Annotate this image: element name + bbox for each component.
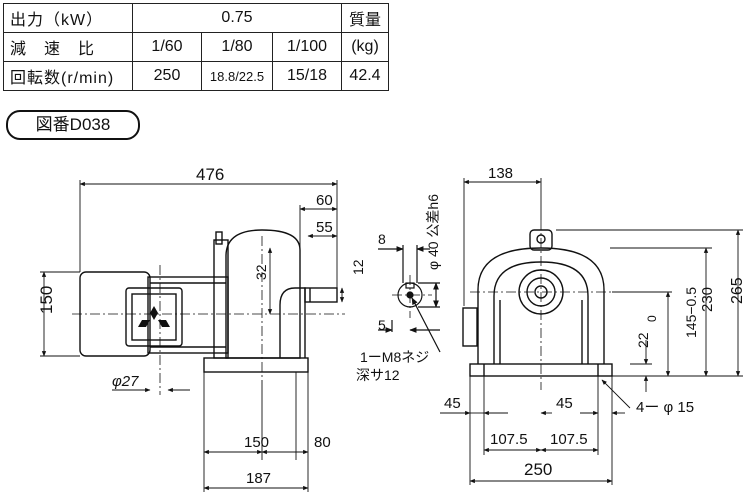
drawing-number: 図番D038: [6, 110, 140, 140]
key-slot: [405, 282, 415, 289]
dim-key-8: 8: [378, 231, 386, 247]
gear-housing: [225, 229, 301, 359]
side-base: [203, 357, 309, 373]
dim-45-right: 45: [556, 395, 573, 412]
ratio-3: 1/100: [272, 32, 342, 62]
dim-tol-top: 0: [645, 315, 659, 322]
dim-250: 250: [524, 460, 552, 479]
dim-shaft-dia: φ 40 公差h6: [425, 194, 441, 270]
tap-note-2: 深サ12: [356, 367, 400, 383]
dim-107-5-right: 107.5: [550, 431, 588, 448]
front-housing: [477, 247, 605, 364]
mass-value: 42.4: [341, 61, 389, 91]
output-shaft: [304, 287, 338, 303]
dim-138: 138: [488, 165, 513, 182]
mitsubishi-logo-icon: [138, 306, 170, 327]
dim-145: 145−0.5: [683, 287, 699, 338]
eye-bolt: [529, 229, 553, 251]
spec-table: 出力（kW） 0.75 質量 減 速 比 1/60 1/80 1/100 (kg…: [3, 3, 389, 91]
output-label: 出力（kW）: [3, 3, 133, 33]
speed-1: 250: [132, 61, 202, 91]
speed-2: 18.8/22.5: [201, 61, 273, 91]
dim-150-height: 150: [37, 286, 56, 314]
front-flange: [518, 269, 564, 315]
tap-note-1: 1ーM8ネジ: [360, 349, 429, 365]
dim-dia-27: φ27: [112, 373, 139, 390]
mass-unit: (kg): [341, 32, 389, 62]
dim-22: 22: [635, 332, 651, 348]
dim-12: 12: [350, 259, 366, 275]
dim-107-5-left: 107.5: [490, 431, 528, 448]
terminal-box: [125, 287, 183, 347]
output-value: 0.75: [132, 3, 342, 33]
dim-230: 230: [699, 287, 716, 312]
dim-55: 55: [316, 219, 333, 236]
dim-45-left: 45: [444, 395, 461, 412]
dim-265: 265: [729, 277, 743, 304]
front-base: [469, 363, 613, 377]
dim-32: 32: [253, 264, 269, 280]
dim-base-80: 80: [314, 434, 331, 451]
dim-overall-length: 476: [196, 165, 224, 184]
hole-note: 4ー φ 15: [636, 399, 694, 416]
ratio-label: 減 速 比: [3, 32, 133, 62]
speed-label: 回転数(r/min): [3, 61, 133, 91]
dim-base-150: 150: [244, 434, 269, 451]
speed-3: 15/18: [272, 61, 342, 91]
dim-key-5: 5: [378, 317, 386, 333]
dim-60: 60: [316, 192, 333, 209]
dim-base-187: 187: [246, 470, 271, 487]
